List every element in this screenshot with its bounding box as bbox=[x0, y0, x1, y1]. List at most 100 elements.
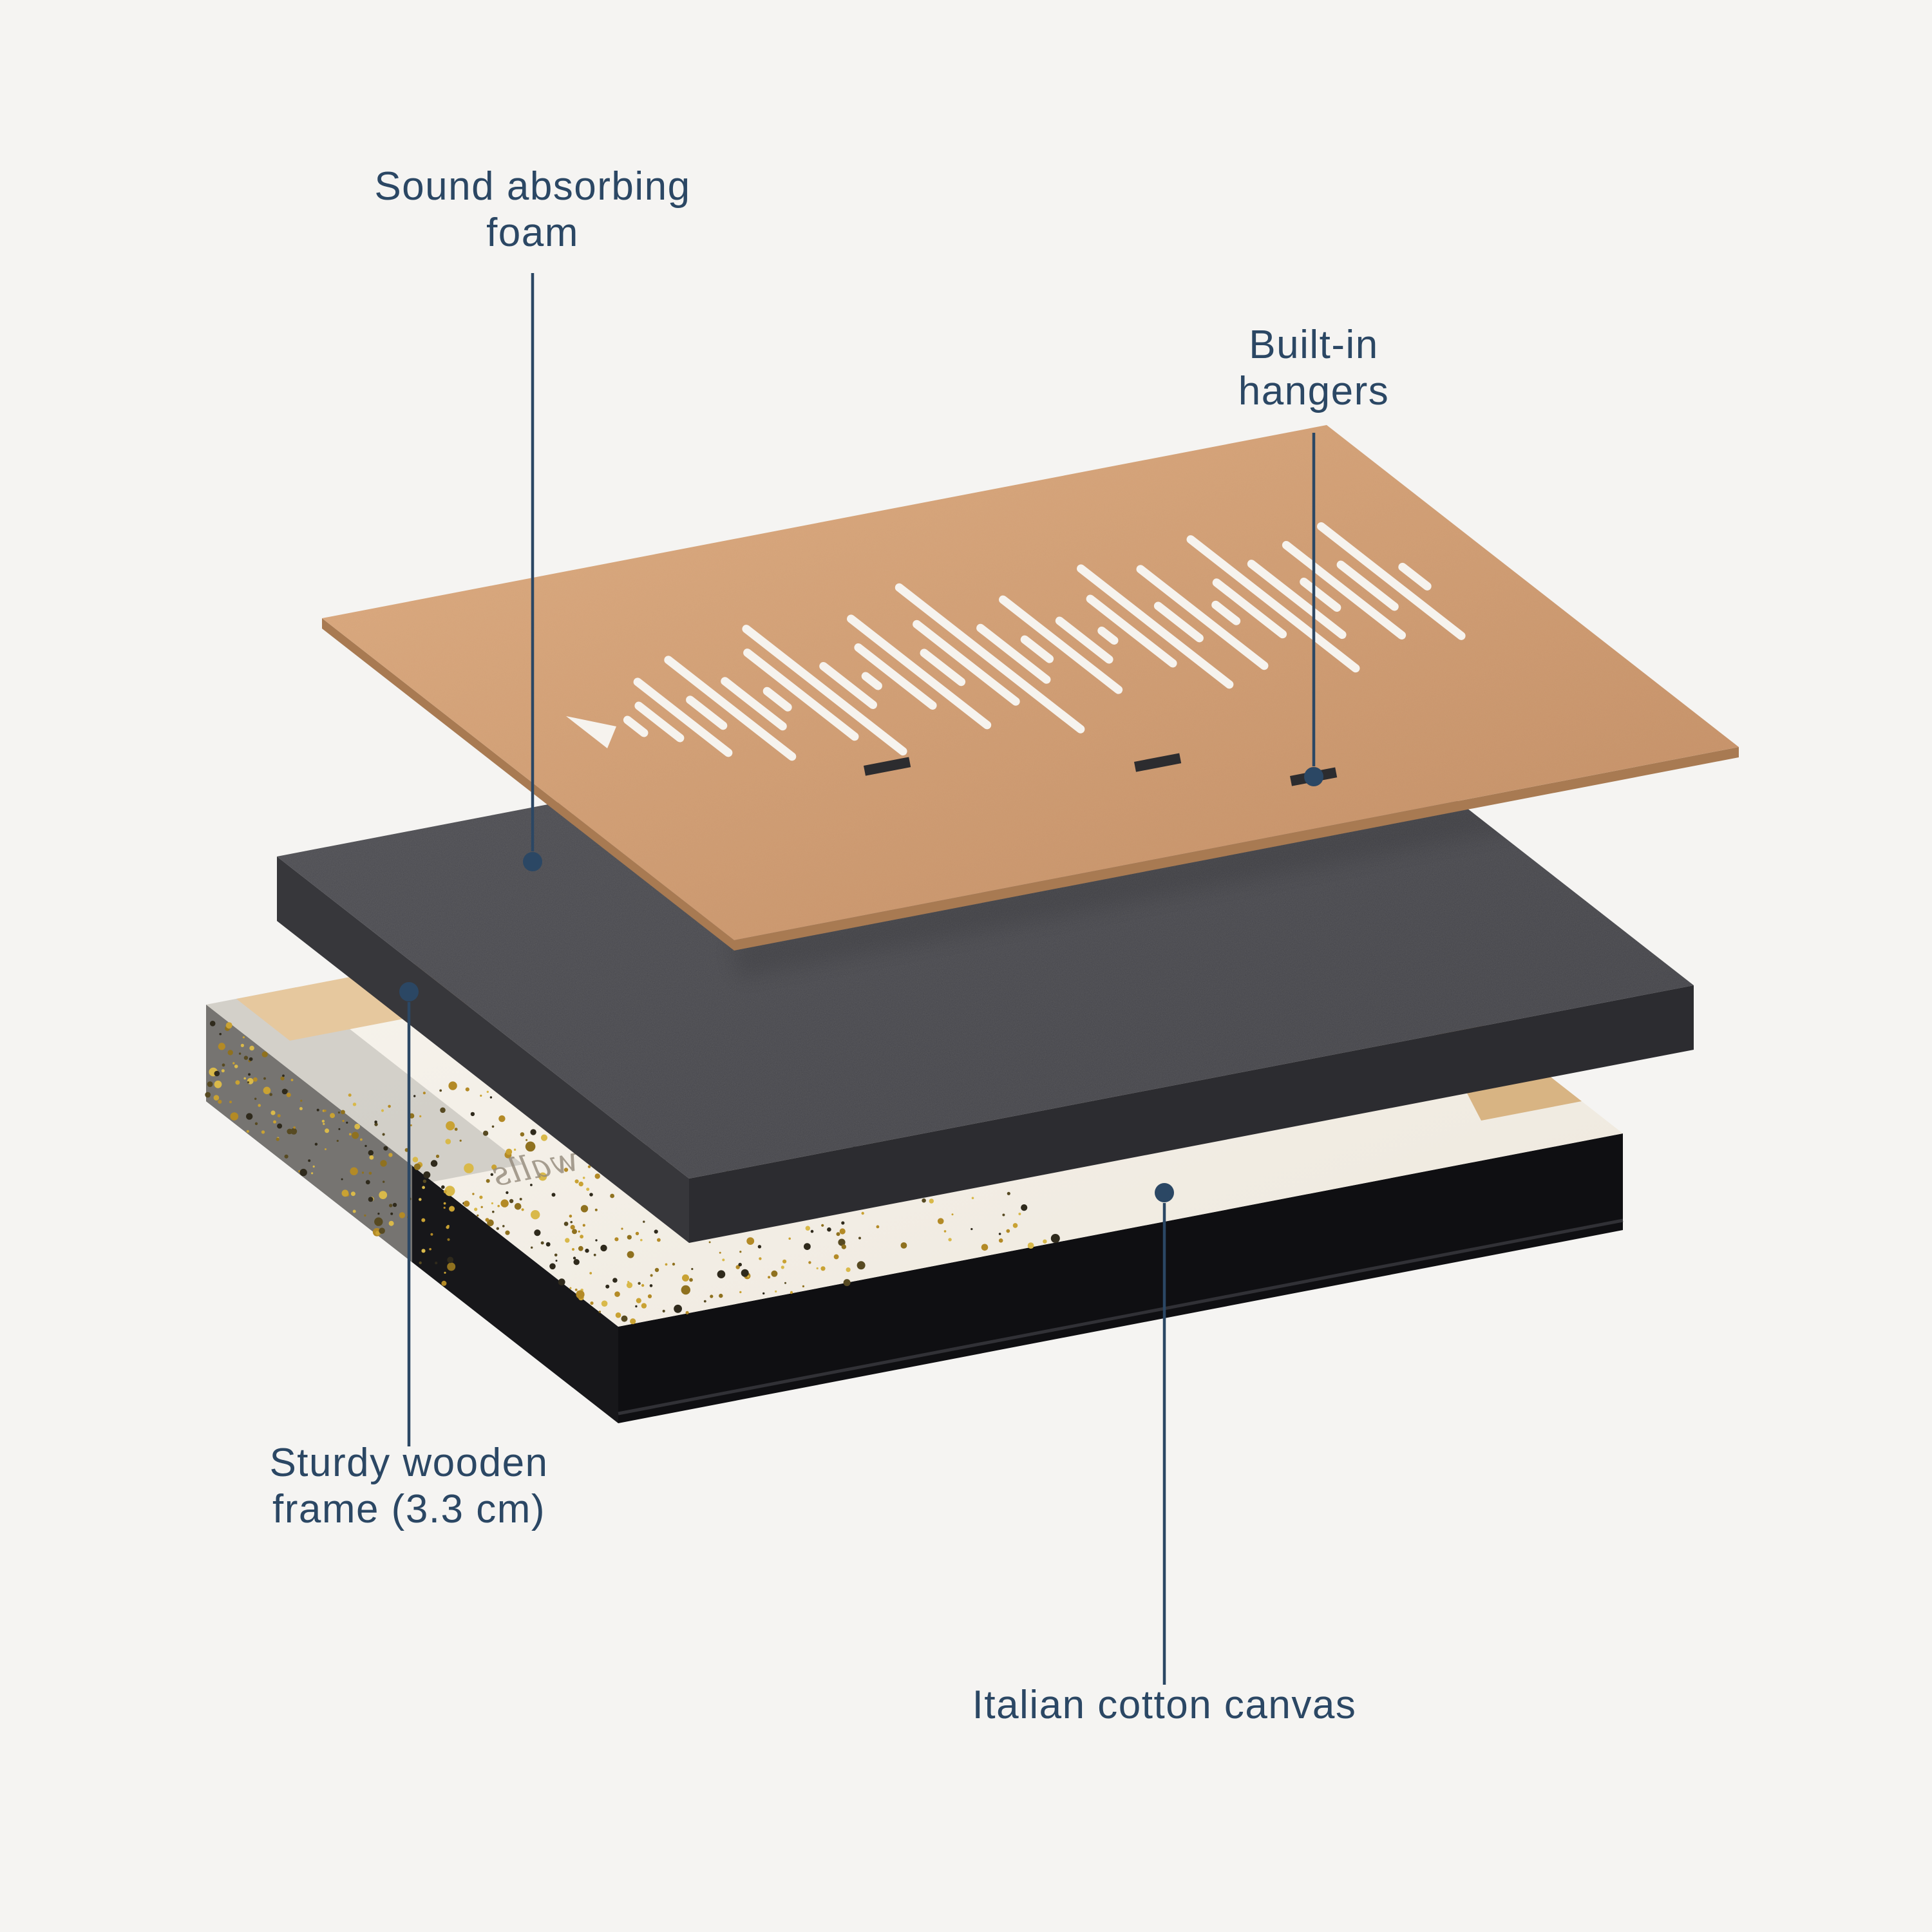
gold-speckle-dot bbox=[368, 1171, 372, 1175]
gold-speckle-dot bbox=[589, 1272, 592, 1274]
gold-speckle-dot bbox=[717, 1270, 726, 1278]
gold-speckle-dot bbox=[419, 1198, 422, 1201]
gold-speckle-dot bbox=[590, 1301, 594, 1305]
board-edge-left bbox=[322, 618, 734, 951]
gold-speckle-dot bbox=[222, 1063, 225, 1067]
gold-speckle-dot bbox=[449, 1206, 455, 1212]
soundwave-slot bbox=[742, 625, 907, 756]
soundwave-slot bbox=[1317, 522, 1466, 640]
gold-speckle-dot bbox=[808, 1261, 811, 1264]
gold-speckle-dot bbox=[413, 1163, 421, 1171]
gold-speckle-dot bbox=[647, 1294, 652, 1298]
board-edge-front bbox=[734, 747, 1739, 951]
gold-speckle-dot bbox=[284, 1089, 287, 1092]
gold-speckle-dot bbox=[569, 1287, 572, 1289]
gold-speckle-dot bbox=[439, 1089, 442, 1092]
soundwave-slot bbox=[1212, 578, 1287, 639]
gold-speckle-dot bbox=[249, 1057, 253, 1061]
gold-speckle-dot bbox=[1002, 1213, 1005, 1217]
gold-speckle-dot bbox=[582, 1224, 585, 1227]
gold-speckle-dot bbox=[422, 1092, 426, 1095]
gold-speckle-dot bbox=[586, 1188, 590, 1191]
gold-speckle-dot bbox=[429, 1247, 431, 1251]
gold-speckle-dot bbox=[762, 1292, 765, 1295]
gold-speckle-dot bbox=[379, 1191, 388, 1199]
gold-speckle-dot bbox=[410, 1124, 412, 1126]
gold-speckle-dot bbox=[325, 1148, 327, 1150]
gold-speckle-dot bbox=[520, 1132, 525, 1137]
soundwave-slot bbox=[1077, 564, 1234, 689]
gold-speckle-dot bbox=[635, 1231, 639, 1236]
gold-speckle-dot bbox=[530, 1129, 536, 1135]
gold-speckle-dot bbox=[490, 1173, 493, 1177]
gold-speckle-dot bbox=[674, 1304, 682, 1313]
hangers-label-line2: hangers bbox=[1238, 369, 1390, 413]
gold-speckle-dot bbox=[594, 1208, 598, 1211]
gold-speckle-dot bbox=[574, 1179, 579, 1184]
gold-speckle-dot bbox=[710, 1294, 714, 1298]
gold-speckle-dot bbox=[225, 1022, 232, 1029]
gold-speckle-dot bbox=[615, 1312, 621, 1318]
gold-speckle-dot bbox=[350, 1167, 358, 1175]
gold-speckle-dot bbox=[249, 1045, 254, 1051]
gold-speckle-dot bbox=[205, 1092, 211, 1098]
gold-speckle-dot bbox=[273, 1120, 276, 1124]
gold-speckle-dot bbox=[654, 1267, 659, 1273]
gold-speckle-dot bbox=[238, 1052, 242, 1055]
gold-speckle-dot bbox=[277, 1123, 283, 1129]
gold-speckle-dot bbox=[843, 1279, 851, 1287]
gold-speckle-dot bbox=[998, 1233, 1001, 1235]
gold-speckle-dot bbox=[948, 1238, 952, 1242]
gold-speckle-dot bbox=[1006, 1229, 1010, 1233]
gold-speckle-dot bbox=[505, 1230, 510, 1235]
gold-speckle-dot bbox=[214, 1070, 220, 1077]
gold-speckle-dot bbox=[708, 1241, 711, 1244]
board-grain-texture bbox=[322, 425, 1739, 940]
gold-speckle-dot bbox=[531, 1210, 540, 1220]
gold-speckle-dot bbox=[587, 1165, 591, 1168]
gold-speckle-dot bbox=[269, 1093, 273, 1096]
gold-speckle-dot bbox=[383, 1146, 388, 1151]
gold-speckle-dot bbox=[595, 1239, 598, 1242]
gold-speckle-dot bbox=[555, 1260, 558, 1262]
gold-speckle-dot bbox=[497, 1204, 500, 1208]
gold-speckle-dot bbox=[419, 1115, 422, 1117]
gold-speckle-dot bbox=[500, 1199, 509, 1208]
gold-speckle-dot bbox=[638, 1282, 641, 1285]
gold-speckle-dot bbox=[521, 1208, 524, 1211]
gold-speckle-dot bbox=[526, 1139, 528, 1141]
soundwave-slot bbox=[1247, 560, 1347, 639]
gold-speckle-dot bbox=[569, 1215, 573, 1218]
gold-speckle-dot bbox=[388, 1104, 391, 1108]
gold-speckle-dot bbox=[435, 1262, 438, 1265]
annotation-canvas: Italian cotton canvas bbox=[972, 1183, 1356, 1727]
gold-speckle-dot bbox=[209, 1021, 216, 1027]
gold-speckle-dot bbox=[665, 1263, 668, 1266]
gold-speckle-dot bbox=[570, 1225, 575, 1230]
gold-speckle-dot bbox=[348, 1133, 352, 1136]
gold-speckle-dot bbox=[290, 1079, 294, 1081]
gold-speckle-dot bbox=[540, 1241, 544, 1245]
gold-speckle-dot bbox=[1018, 1213, 1021, 1215]
gold-speckle-dot bbox=[263, 1086, 271, 1095]
gold-speckle-dot bbox=[474, 1208, 478, 1211]
gold-speckle-dot bbox=[514, 1203, 522, 1210]
gold-speckle-dot bbox=[447, 1225, 450, 1227]
gold-speckle-dot bbox=[759, 1257, 762, 1260]
gold-speckle-dot bbox=[413, 1095, 416, 1097]
gold-speckle-dot bbox=[472, 1193, 475, 1195]
annotation-frame: Sturdy wooden frame (3.3 cm) bbox=[269, 982, 547, 1531]
gold-speckle-dot bbox=[540, 1134, 548, 1141]
soundwave-slot bbox=[976, 623, 1051, 684]
gold-speckle-dot bbox=[605, 1284, 610, 1289]
gold-speckle-dot bbox=[621, 1315, 628, 1322]
gold-speckle-dot bbox=[443, 1189, 447, 1193]
gold-speckle-dot bbox=[218, 1099, 222, 1104]
gold-speckle-dot bbox=[691, 1267, 694, 1271]
gold-speckle-dot bbox=[263, 1077, 266, 1080]
gold-speckle-dot bbox=[470, 1112, 475, 1117]
gold-speckle-dot bbox=[703, 1300, 706, 1303]
gold-speckle-dot bbox=[399, 1212, 406, 1218]
gold-speckle-dot bbox=[820, 1266, 826, 1271]
soundwave-slot bbox=[1300, 578, 1341, 612]
